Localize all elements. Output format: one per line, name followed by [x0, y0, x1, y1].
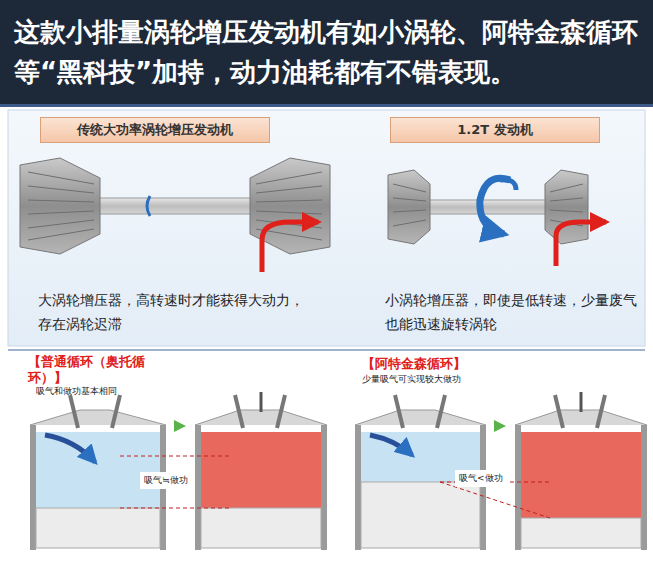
drawing-part [437, 395, 445, 428]
note-text: 吸气和做功基本相同 [36, 386, 176, 397]
caption-text: 大涡轮增压器，高转速时才能获得大动力，存在涡轮迟滞 [38, 288, 313, 336]
drawing-part [28, 172, 94, 240]
drawing-part [120, 456, 230, 457]
big-turbo [20, 158, 330, 272]
drawing-part [120, 508, 230, 509]
drawing-part [550, 198, 583, 201]
header-rule [0, 104, 653, 107]
drawing-part [355, 425, 361, 550]
drawing-part [112, 395, 120, 428]
drawing-part [262, 222, 318, 272]
drawing-part [36, 508, 160, 548]
drawing-part [361, 482, 480, 548]
drawing-part [545, 170, 588, 244]
drawing-part [515, 410, 647, 425]
note-text: 少量吸气可实现较大做功 [362, 374, 522, 385]
drawing-part [174, 420, 186, 432]
cycle-heading: 【阿特金森循环】 [362, 356, 502, 372]
box-title: 传统大功率涡轮增压发动机 [41, 121, 269, 139]
drawing-part [235, 395, 243, 428]
drawing-part [36, 432, 160, 508]
drawing-part [555, 395, 563, 428]
drawing-part [393, 220, 426, 226]
drawing-part [500, 180, 516, 190]
drawing-part [195, 410, 327, 425]
turbo-panel [8, 110, 645, 346]
drawing-part [480, 425, 486, 550]
drawing-part [20, 158, 100, 254]
drawing-part [395, 395, 403, 428]
drawing-part [355, 410, 486, 425]
panel-rule [8, 349, 645, 351]
drawing-part [28, 200, 94, 202]
drawing-part [641, 425, 647, 550]
drawing-part [521, 518, 641, 548]
drawing-part [521, 432, 641, 518]
drawing-part [28, 220, 94, 228]
drawing-part [45, 435, 95, 462]
drawing-part [440, 482, 550, 518]
atkinson-engine [355, 392, 647, 550]
drawing-part [580, 392, 583, 412]
drawing-part [256, 211, 322, 214]
drawing-part [70, 395, 78, 428]
drawing-part [388, 170, 430, 244]
drawing-part [393, 184, 426, 192]
drawing-part [515, 425, 521, 550]
drawing-part [256, 186, 322, 193]
cycle-panel [0, 349, 653, 564]
drawing-part [480, 178, 510, 234]
drawing-part [256, 172, 322, 184]
ratio-label: 吸气≒做功 [140, 472, 192, 489]
drawing-part [425, 200, 550, 214]
drawing-part [147, 196, 150, 216]
box-title: 1.2T 发动机 [391, 121, 599, 139]
drawing-part [28, 211, 94, 214]
drawing-part [201, 508, 321, 548]
drawing-part [256, 200, 322, 202]
small-turbo [388, 170, 606, 266]
title: 这款小排量涡轮增压发动机有如小涡轮、阿特金森循环等“黑科技”加持，动力油耗都有不… [14, 12, 642, 92]
drawing-part [28, 172, 94, 184]
drawing-part [95, 198, 255, 214]
cycle-heading: 【普通循环（奥托循环）】 [28, 354, 168, 386]
drawing-part [260, 392, 263, 412]
drawing-part [30, 425, 36, 550]
drawing-part [370, 435, 412, 455]
drawing-part [321, 425, 327, 550]
header-band [0, 0, 653, 104]
drawing-part [393, 210, 426, 212]
drawing-part [28, 186, 94, 193]
drawing-part [556, 222, 606, 266]
otto-engine [30, 392, 327, 550]
drawing-part [277, 395, 285, 428]
title-box: 传统大功率涡轮增压发动机 [40, 117, 270, 143]
drawing-part [494, 420, 506, 432]
drawing-part [201, 432, 321, 508]
title-box: 1.2T 发动机 [390, 117, 600, 143]
drawing-part [393, 198, 426, 201]
caption-text: 小涡轮增压器，即使是低转速，少量废气也能迅速旋转涡轮 [385, 288, 640, 336]
drawing-part [28, 229, 94, 240]
drawing-part [597, 395, 605, 428]
drawing-part [550, 210, 583, 212]
drawing-part [393, 184, 426, 226]
drawing-part [195, 425, 201, 550]
ratio-label: 吸气<做功 [455, 470, 507, 487]
drawing-part [30, 410, 166, 425]
drawing-part [550, 184, 583, 192]
